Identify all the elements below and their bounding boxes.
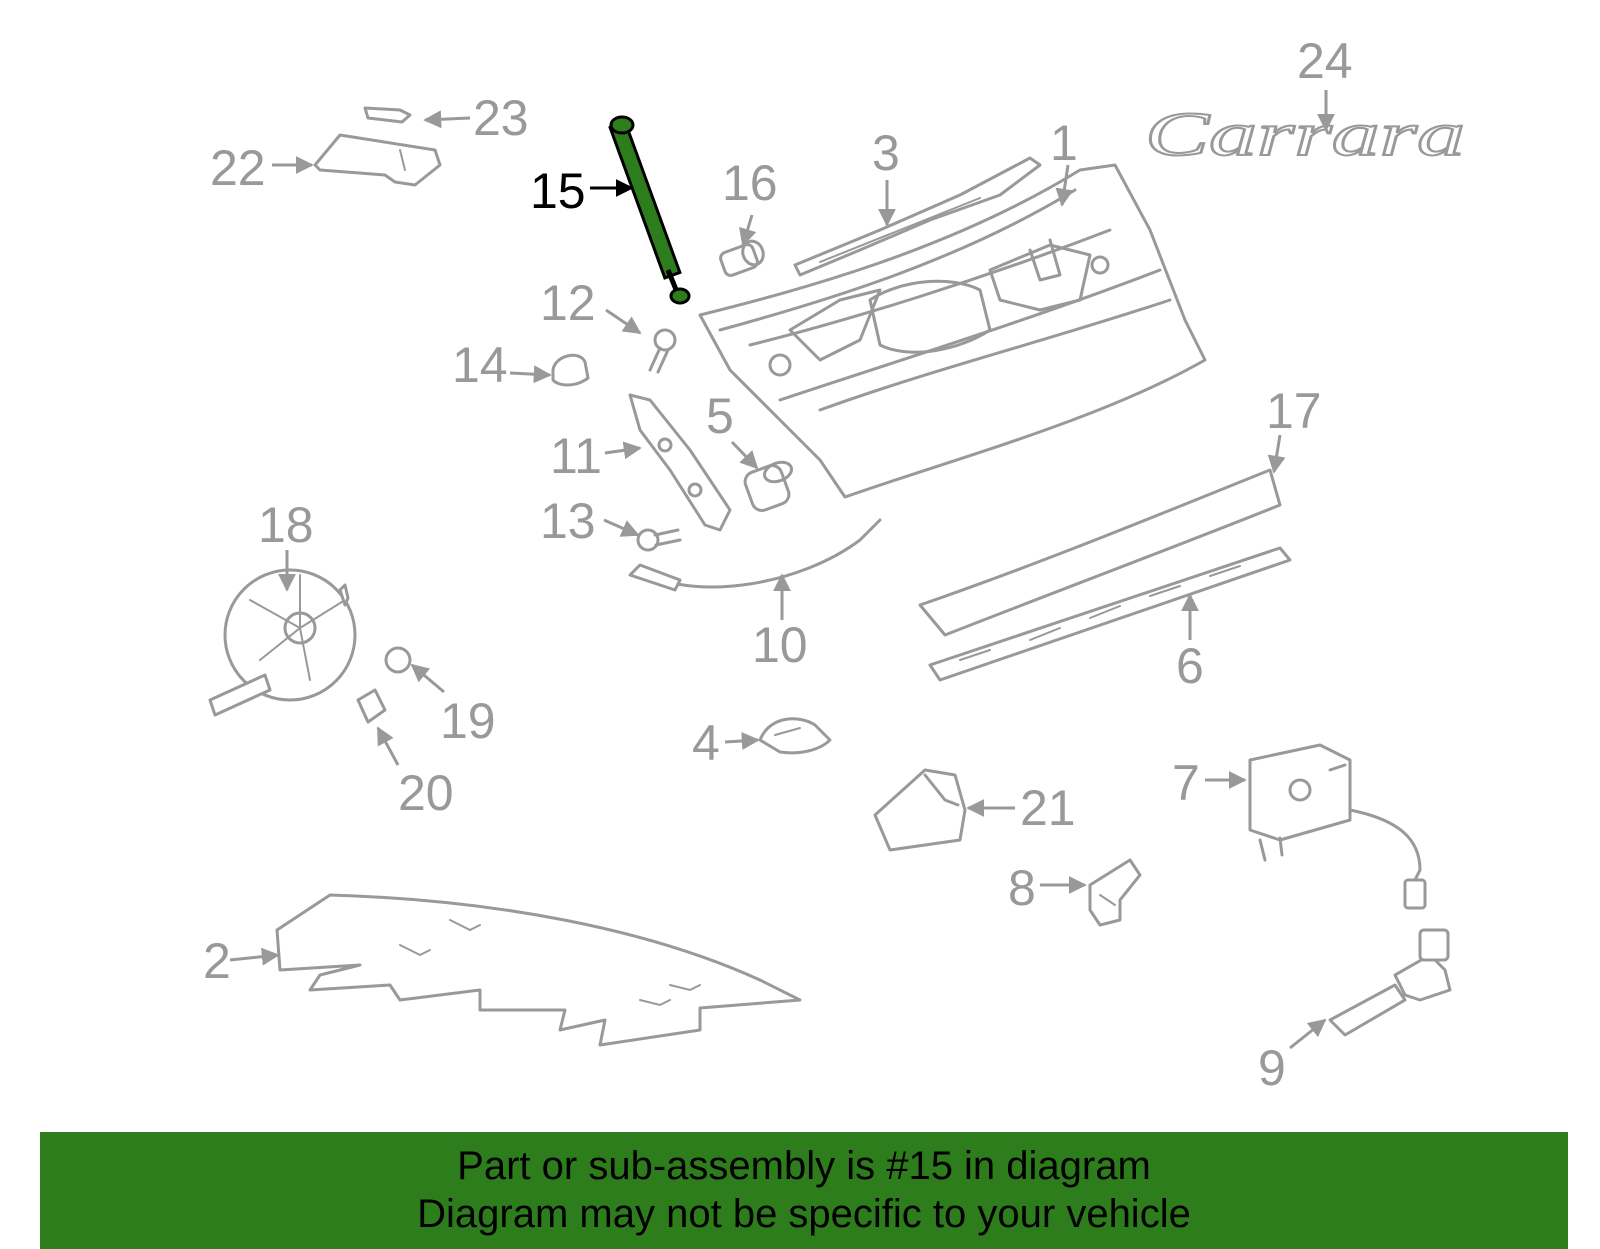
leader-17 bbox=[1267, 434, 1286, 474]
leader-16 bbox=[739, 214, 757, 247]
callout-5: 5 bbox=[706, 388, 734, 444]
leader-9 bbox=[1289, 1018, 1327, 1050]
part-8-bracket bbox=[1088, 858, 1142, 927]
part-19-grommet bbox=[384, 646, 412, 674]
callout-19: 19 bbox=[440, 693, 496, 749]
part-1-deck-lid bbox=[698, 163, 1207, 499]
part-23-bulb bbox=[363, 106, 412, 124]
callout-8: 8 bbox=[1008, 860, 1036, 916]
part-21-housing bbox=[873, 768, 967, 852]
part-2-insulation-pad bbox=[275, 893, 802, 1047]
part-11-hinge bbox=[628, 393, 732, 532]
part-14-plug bbox=[551, 353, 590, 387]
leader-1 bbox=[1055, 164, 1074, 207]
part-18-fan bbox=[208, 568, 357, 717]
part-9-release-handle bbox=[1328, 928, 1452, 1037]
part-17-trim-panel bbox=[918, 468, 1282, 637]
callout-22: 22 bbox=[210, 140, 266, 196]
part-15-gas-strut bbox=[608, 115, 691, 305]
leader-12 bbox=[605, 308, 642, 335]
callout-labels: 1 2 3 4 5 6 7 8 9 10 11 12 13 14 15 16 1… bbox=[203, 33, 1353, 1096]
parts-diagram: Carrara 1 2 3 4 5 6 7 8 bbox=[203, 33, 1466, 1096]
leader-20 bbox=[376, 726, 400, 766]
leader-5 bbox=[730, 440, 759, 470]
callout-2: 2 bbox=[203, 933, 231, 989]
callout-15: 15 bbox=[530, 163, 586, 219]
callout-6: 6 bbox=[1176, 638, 1204, 694]
callout-12: 12 bbox=[540, 275, 596, 331]
banner-line-2: Diagram may not be specific to your vehi… bbox=[417, 1192, 1191, 1236]
callout-20: 20 bbox=[398, 765, 454, 821]
leader-lines bbox=[229, 90, 1335, 1050]
banner-line-1: Part or sub-assembly is #15 in diagram bbox=[457, 1144, 1151, 1188]
part-13-bolt bbox=[636, 528, 682, 552]
leader-4 bbox=[724, 731, 760, 750]
part-5-buffer bbox=[743, 460, 794, 512]
callout-10: 10 bbox=[752, 617, 808, 673]
part-7-latch bbox=[1248, 743, 1427, 910]
part-20-cap bbox=[356, 688, 387, 724]
callout-14: 14 bbox=[452, 337, 508, 393]
part-3-trim-strip bbox=[793, 156, 1042, 277]
callout-23: 23 bbox=[473, 90, 529, 146]
callout-11: 11 bbox=[550, 428, 602, 484]
part-6-seal-strip bbox=[928, 546, 1292, 682]
info-banner: Part or sub-assembly is #15 in diagram D… bbox=[40, 1132, 1568, 1249]
callout-4: 4 bbox=[692, 715, 720, 771]
leader-2 bbox=[229, 947, 280, 966]
callout-24: 24 bbox=[1297, 33, 1353, 89]
callout-9: 9 bbox=[1258, 1040, 1286, 1096]
leader-23 bbox=[423, 110, 471, 129]
part-10-cable bbox=[628, 518, 882, 592]
callout-1: 1 bbox=[1050, 115, 1078, 171]
emblem-text: Carrara bbox=[1145, 101, 1465, 169]
callout-7: 7 bbox=[1172, 755, 1200, 811]
callout-21: 21 bbox=[1020, 780, 1076, 836]
leader-19 bbox=[410, 663, 445, 694]
part-12-bolt bbox=[648, 328, 677, 374]
callout-16: 16 bbox=[722, 155, 778, 211]
leader-11 bbox=[604, 441, 642, 460]
callout-17: 17 bbox=[1266, 383, 1322, 439]
callout-18: 18 bbox=[258, 497, 314, 553]
part-22-light-housing bbox=[313, 133, 442, 187]
leader-14 bbox=[509, 365, 552, 384]
leader-13 bbox=[603, 518, 640, 537]
part-4-cover-cap bbox=[758, 717, 832, 755]
callout-3: 3 bbox=[872, 125, 900, 181]
part-24-emblem: Carrara bbox=[1144, 100, 1466, 170]
callout-13: 13 bbox=[540, 493, 596, 549]
